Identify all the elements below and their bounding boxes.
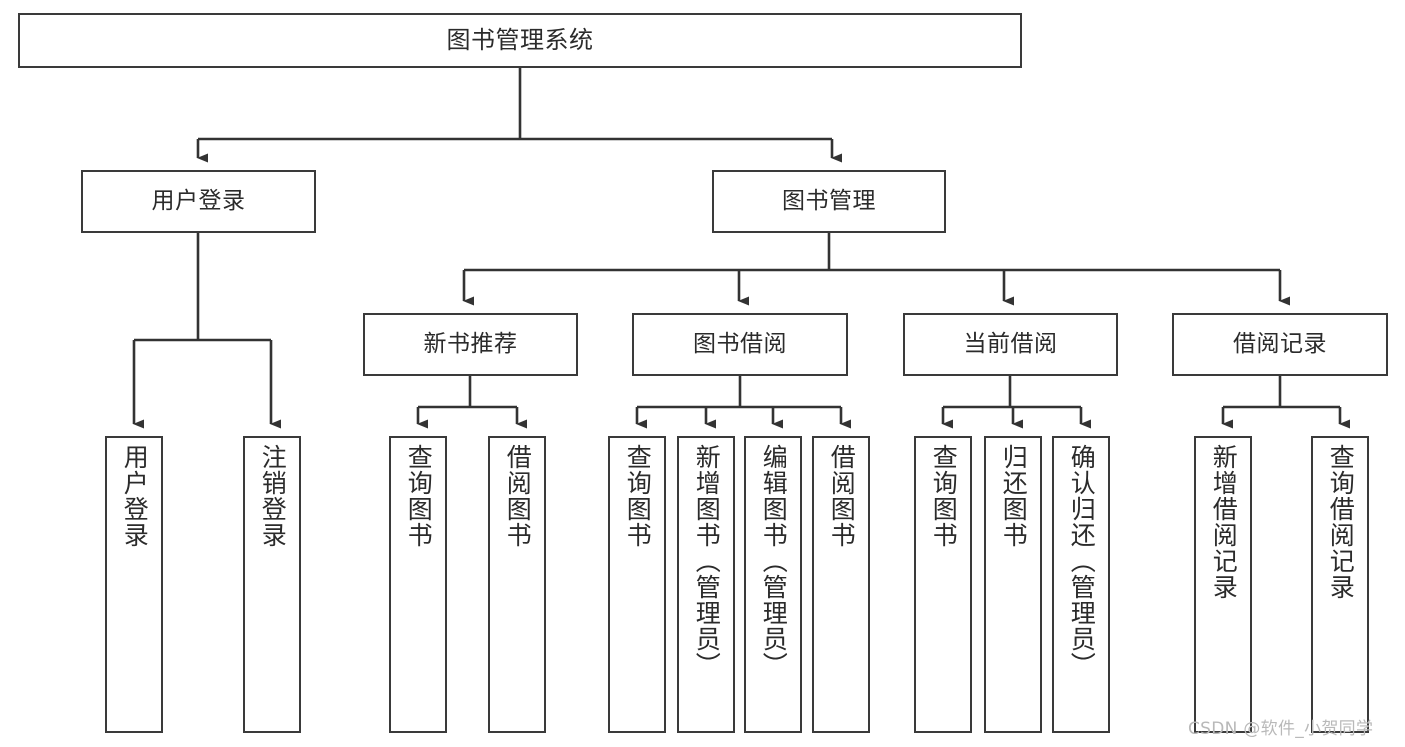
node-label: 编辑图书（管理员） — [759, 444, 789, 678]
leaf-record-query-borrow-record[interactable]: 查询借阅记录 — [1311, 436, 1369, 733]
leaf-borrow-query-book[interactable]: 查询图书 — [608, 436, 666, 733]
node-label: 确认归还（管理员） — [1067, 444, 1097, 678]
node-label: 查询图书 — [929, 444, 959, 548]
leaf-user-login-logout[interactable]: 注销登录 — [243, 436, 301, 733]
leaf-record-add-borrow-record[interactable]: 新增借阅记录 — [1194, 436, 1252, 733]
node-borrow-record[interactable]: 借阅记录 — [1172, 313, 1388, 376]
node-book-management[interactable]: 图书管理 — [712, 170, 946, 233]
leaf-recommend-borrow-book[interactable]: 借阅图书 — [488, 436, 546, 733]
leaf-current-return-book[interactable]: 归还图书 — [984, 436, 1042, 733]
node-label: 借阅记录 — [1233, 330, 1327, 357]
node-new-book-recommend[interactable]: 新书推荐 — [363, 313, 578, 376]
leaf-user-login-login[interactable]: 用户登录 — [105, 436, 163, 733]
node-current-borrow[interactable]: 当前借阅 — [903, 313, 1118, 376]
leaf-recommend-query-book[interactable]: 查询图书 — [389, 436, 447, 733]
leaf-borrow-borrow-book[interactable]: 借阅图书 — [812, 436, 870, 733]
node-label: 查询图书 — [623, 444, 653, 548]
leaf-current-query-book[interactable]: 查询图书 — [914, 436, 972, 733]
node-label: 注销登录 — [258, 444, 288, 548]
leaf-borrow-add-book-admin[interactable]: 新增图书（管理员） — [677, 436, 735, 733]
node-label: 当前借阅 — [963, 330, 1058, 357]
node-label: 借阅图书 — [503, 444, 533, 548]
node-label: 用户登录 — [151, 187, 246, 214]
node-root-book-management-system[interactable]: 图书管理系统 — [18, 13, 1022, 68]
node-label: 借阅图书 — [827, 444, 857, 548]
node-label: 新增图书（管理员） — [692, 444, 722, 678]
node-label: 归还图书 — [999, 444, 1029, 548]
node-label: 图书管理系统 — [446, 26, 594, 55]
leaf-borrow-edit-book-admin[interactable]: 编辑图书（管理员） — [744, 436, 802, 733]
node-label: 查询借阅记录 — [1326, 444, 1356, 600]
node-label: 用户登录 — [120, 444, 150, 548]
node-label: 新增借阅记录 — [1209, 444, 1239, 600]
node-label: 查询图书 — [404, 444, 434, 548]
node-book-borrow[interactable]: 图书借阅 — [632, 313, 848, 376]
csdn-watermark: CSDN @软件_小贺同学 — [1188, 719, 1374, 739]
node-label: 图书管理 — [782, 187, 876, 214]
node-user-login[interactable]: 用户登录 — [81, 170, 316, 233]
node-label: 图书借阅 — [693, 330, 787, 357]
leaf-current-confirm-return-admin[interactable]: 确认归还（管理员） — [1052, 436, 1110, 733]
node-label: 新书推荐 — [423, 330, 518, 357]
